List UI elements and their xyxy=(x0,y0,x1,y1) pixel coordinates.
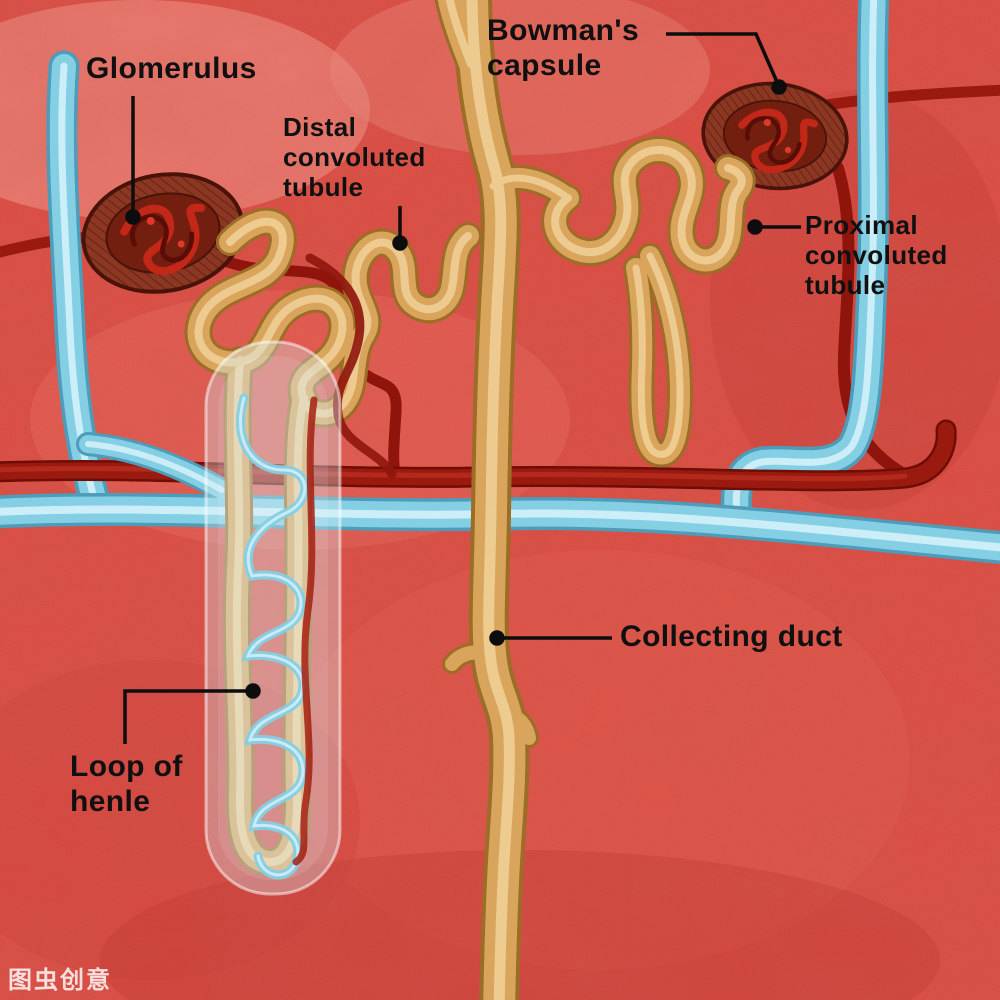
label-loop-of-henle: Loop of henle xyxy=(70,750,183,818)
label-glomerulus: Glomerulus xyxy=(86,52,257,85)
label-bowmans-capsule: Bowman's capsule xyxy=(487,14,640,82)
artery-weave xyxy=(305,253,397,479)
label-proximal-convoluted-tubule: Proximal convoluted tubule xyxy=(805,210,948,301)
label-distal-convoluted-tubule: Distal convoluted tubule xyxy=(283,112,426,203)
label-collecting-duct: Collecting duct xyxy=(620,620,843,653)
vasa-recta xyxy=(236,393,318,880)
watermark: 图虫创意 xyxy=(8,967,112,994)
distal-pointer-dot xyxy=(392,235,408,251)
loop-of-henle-pointer-line xyxy=(123,689,247,744)
loop-of-henle-pointer-dot xyxy=(245,683,261,699)
proximal-pointer-dot xyxy=(747,219,763,235)
pointer-lines xyxy=(123,32,801,744)
glomerulus-pointer-dot xyxy=(125,209,141,225)
collecting-duct-pointer-dot xyxy=(489,630,505,646)
bowmans-pointer-dot xyxy=(771,79,787,95)
bowmans-pointer-line xyxy=(666,32,779,83)
